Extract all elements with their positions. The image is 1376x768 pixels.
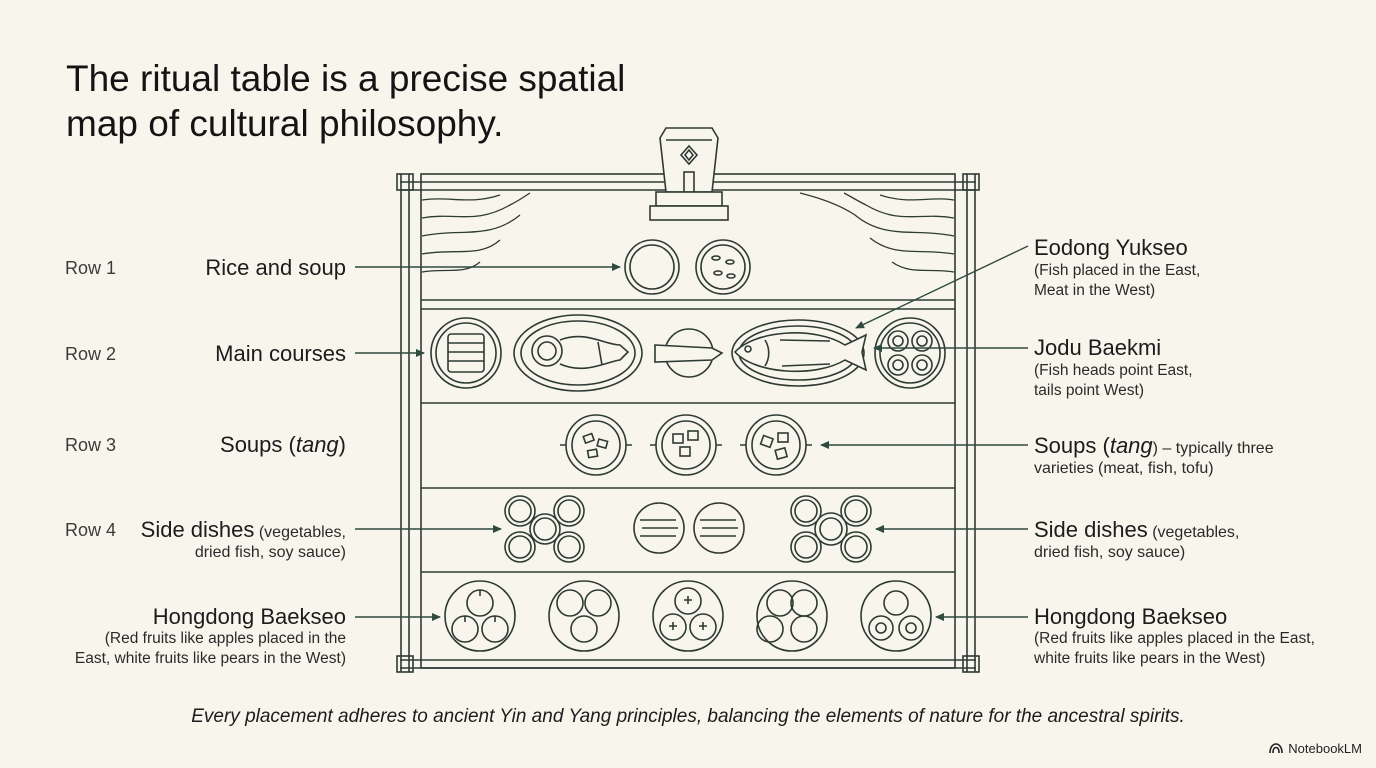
left-hongdong-sub-1: (Red fruits like apples placed in the (104, 630, 346, 647)
soup-bowl-icon (695, 239, 751, 295)
arrow-eodong-yukseo (855, 245, 1029, 329)
row-3-label: Row 3 (65, 435, 117, 455)
left-hongdong-label: Hongdong Baekseo (152, 604, 346, 629)
row-2-label: Row 2 (65, 344, 117, 364)
right-soups-label: Soups (tang) – typically three (1034, 433, 1274, 458)
left-side-dishes-label: Side dishes (vegetables, (140, 517, 346, 542)
roast-meat-platter-icon (513, 314, 643, 392)
right-hongdong-sub-1: (Red fruits like apples placed in the Ea… (1034, 630, 1315, 647)
meat-platter-icon (430, 317, 502, 389)
brand-name: NotebookLM (1288, 741, 1362, 756)
fruit-plate-2-icon (548, 580, 620, 652)
soup-pot-1-icon (560, 414, 632, 476)
ancestral-tablet-icon (649, 127, 729, 221)
page-title: The ritual table is a precise spatial ma… (66, 58, 626, 144)
eodong-sub-2: Meat in the West) (1034, 282, 1156, 299)
main-courses-label: Main courses (215, 341, 346, 366)
rice-bowl-icon (624, 239, 680, 295)
soup-pot-2-icon (650, 414, 722, 476)
jodu-sub-1: (Fish heads point East, (1034, 362, 1193, 379)
apple-plate-icon (444, 580, 516, 652)
dried-fish-dish-1-icon (633, 502, 685, 554)
notebooklm-logo-icon (1269, 743, 1284, 754)
persimmon-plate-icon (652, 580, 724, 652)
whole-fish-platter-icon (731, 319, 868, 387)
rice-soup-label: Rice and soup (205, 255, 346, 280)
eodong-yukseo-label: Eodong Yukseo (1034, 235, 1188, 260)
brand-badge: NotebookLM (1269, 741, 1362, 756)
dried-fish-dish-2-icon (693, 502, 745, 554)
footer-caption: Every placement adheres to ancient Yin a… (191, 706, 1185, 727)
left-hongdong-sub-2: East, white fruits like pears in the Wes… (74, 650, 346, 667)
soup-pot-3-icon (740, 414, 812, 476)
rolled-dish-icon (874, 317, 946, 389)
pear-plate-icon (756, 580, 828, 652)
left-soups-label: Soups (tang) (220, 432, 346, 457)
left-side-dishes-sub: dried fish, soy sauce) (194, 544, 346, 561)
right-side-dishes-sub: dried fish, soy sauce) (1034, 544, 1186, 561)
right-side-dishes-label: Side dishes (vegetables, (1034, 517, 1240, 542)
side-dish-cluster-right-icon (790, 495, 872, 563)
small-fish-dish-icon (654, 328, 724, 378)
jodu-sub-2: tails point West) (1034, 382, 1144, 399)
right-hongdong-sub-2: white fruits like pears in the West) (1034, 650, 1266, 667)
right-soups-sub: varieties (meat, fish, tofu) (1034, 460, 1214, 477)
row-4-label: Row 4 (65, 520, 117, 540)
row-1-label: Row 1 (65, 258, 117, 278)
eodong-sub-1: (Fish placed in the East, (1034, 262, 1201, 279)
side-dish-cluster-left-icon (504, 495, 585, 563)
table-frame (396, 173, 980, 673)
right-hongdong-label: Hongdong Baekseo (1034, 604, 1228, 629)
chestnut-plate-icon (860, 580, 932, 652)
wood-grain-decoration (421, 192, 955, 273)
jodu-baekmi-label: Jodu Baekmi (1034, 335, 1162, 360)
